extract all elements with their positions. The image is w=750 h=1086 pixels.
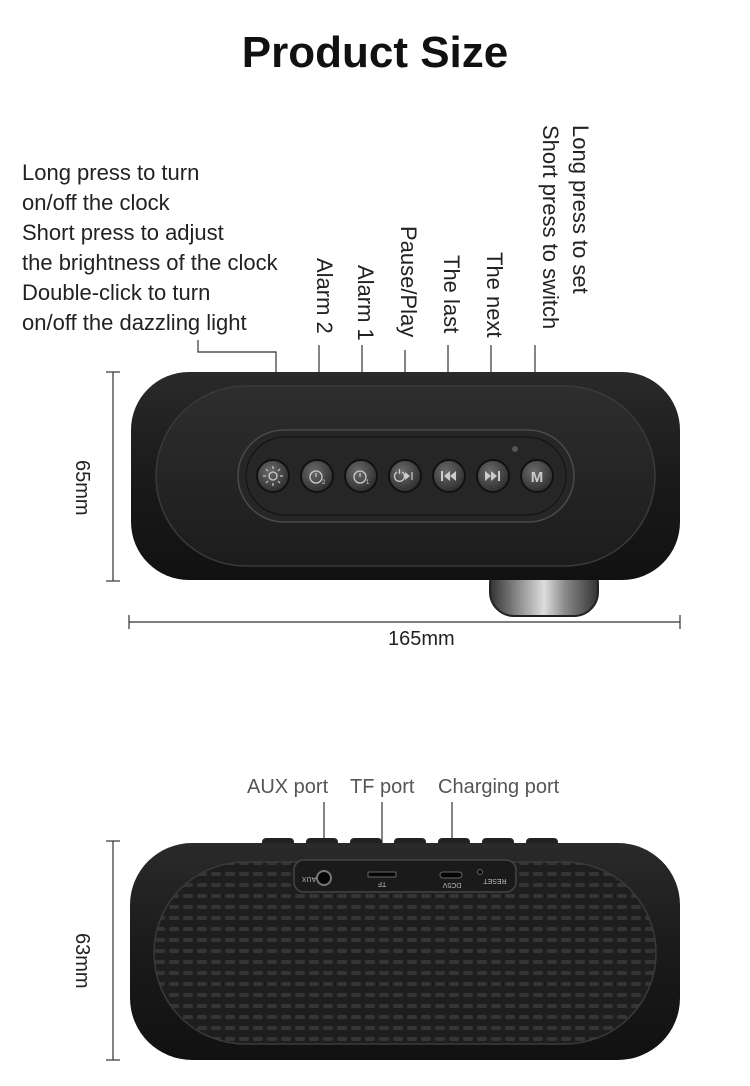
- last-label: The last: [439, 255, 464, 334]
- aux-port-label: AUX port: [247, 776, 329, 798]
- note-line: the brightness of the clock: [22, 250, 278, 275]
- height-label-top: 65mm: [71, 460, 93, 516]
- mode-button[interactable]: M: [520, 459, 554, 493]
- svg-text:2: 2: [322, 480, 326, 486]
- power-play-icon: [393, 469, 406, 482]
- alarm-clock-icon: [309, 470, 323, 484]
- next-label: The next: [482, 252, 507, 338]
- height-dimension-back: [106, 840, 120, 1061]
- alarm-clock-icon: [353, 470, 367, 484]
- svg-text:RESET: RESET: [483, 877, 507, 884]
- note-line: Double-click to turn: [22, 280, 211, 305]
- width-dimension-top: [128, 615, 681, 629]
- svg-text:DC5V: DC5V: [442, 881, 461, 888]
- speaker-back-view: AUX TF DC5V RESET: [130, 838, 680, 1060]
- alarm1-button[interactable]: 1: [344, 459, 378, 493]
- charging-port: [439, 871, 463, 879]
- previous-icon: [441, 471, 456, 481]
- aux-port: [316, 870, 332, 886]
- reset-hole: [477, 869, 483, 875]
- m-glyph: M: [531, 469, 544, 486]
- note-line: on/off the clock: [22, 190, 170, 215]
- next-button[interactable]: [476, 459, 510, 493]
- height-dimension-top: [106, 371, 120, 582]
- mode-label-line1: Long press to set: [568, 125, 593, 294]
- sun-icon: [268, 471, 278, 481]
- alarm1-label: Alarm 1: [353, 265, 378, 341]
- port-panel: [293, 859, 517, 893]
- speaker-top-view: 2 1: [131, 372, 680, 617]
- pause-play-button[interactable]: [388, 459, 422, 493]
- note-line: Long press to turn: [22, 160, 200, 185]
- mode-label-line2: Short press to switch: [538, 125, 563, 330]
- page-title: Product Size: [241, 28, 509, 77]
- width-label-top: 165mm: [388, 628, 455, 650]
- alarm2-button[interactable]: 2: [300, 459, 334, 493]
- svg-text:1: 1: [366, 480, 370, 486]
- last-button[interactable]: [432, 459, 466, 493]
- svg-text:AUX: AUX: [301, 875, 316, 882]
- next-icon: [485, 471, 500, 481]
- charging-port-label: Charging port: [438, 776, 560, 798]
- tf-port-label: TF port: [350, 776, 415, 798]
- indicator-dot: [512, 446, 518, 452]
- note-line: on/off the dazzling light: [22, 310, 247, 335]
- note-line: Short press to adjust: [22, 220, 224, 245]
- height-label-back: 63mm: [71, 933, 93, 989]
- light-button-description: Long press to turn on/off the clock Shor…: [22, 158, 278, 338]
- alarm2-label: Alarm 2: [312, 258, 337, 334]
- pause-play-label: Pause/Play: [396, 226, 421, 338]
- svg-text:TF: TF: [378, 880, 387, 887]
- tf-slot: [367, 871, 397, 878]
- light-button[interactable]: [256, 459, 290, 493]
